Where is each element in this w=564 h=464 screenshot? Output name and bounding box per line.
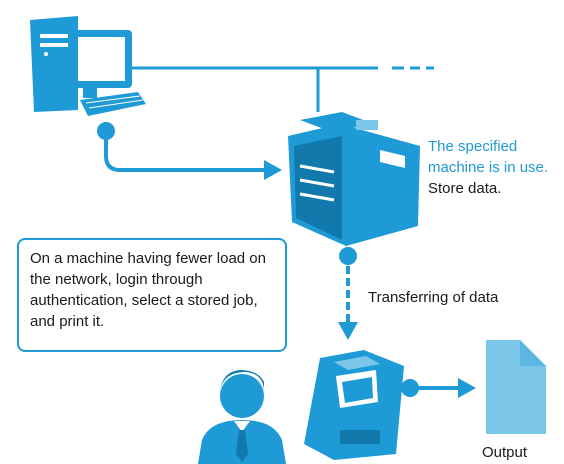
status-line-2: machine is in use. bbox=[428, 159, 549, 176]
status-line-1: The specified bbox=[428, 138, 518, 155]
transfer-label: Transferring of data bbox=[368, 289, 499, 306]
compact-printer-icon bbox=[304, 350, 404, 460]
network-line bbox=[118, 66, 434, 112]
send-arrow bbox=[97, 122, 282, 180]
desktop-computer-icon bbox=[30, 16, 146, 116]
output-label: Output bbox=[482, 444, 528, 461]
document-icon bbox=[486, 340, 546, 434]
instruction-callout: On a machine having fewer load on the ne… bbox=[17, 238, 287, 352]
transfer-arrow bbox=[338, 247, 358, 340]
user-icon bbox=[198, 370, 286, 464]
status-text: The specified machine is in use. Store d… bbox=[428, 136, 562, 199]
status-line-3: Store data. bbox=[428, 180, 502, 197]
output-arrow bbox=[401, 378, 476, 398]
multifunction-printer-icon bbox=[288, 112, 420, 246]
